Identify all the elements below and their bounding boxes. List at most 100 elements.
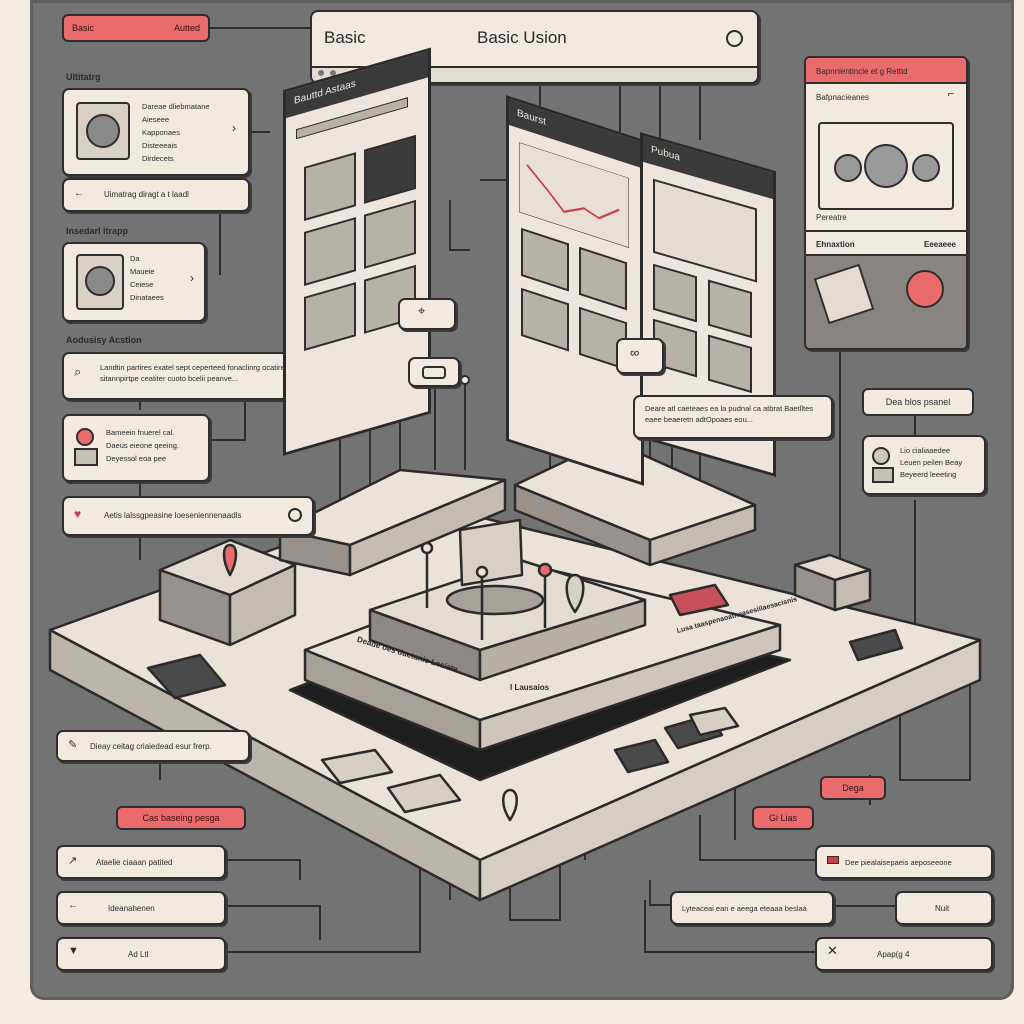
card2-line: Dinataees xyxy=(130,293,164,302)
bottom-row-1-text: Ataelie ciaaan patited xyxy=(96,858,173,867)
arrow-left-icon: ← xyxy=(74,188,84,199)
note-text: Dieay ceitag criaiedead esur frerp. xyxy=(90,742,212,751)
gallery-tile[interactable] xyxy=(708,334,752,394)
bottom-row-1[interactable]: ↗ Ataelie ciaaan patited xyxy=(56,845,226,879)
right-section-title: Ehnaxtion xyxy=(816,240,855,249)
bottom-row-3-text: Ad Ltl xyxy=(128,950,149,959)
card1-line: Kapponaes xyxy=(142,128,180,137)
gallery-tile[interactable] xyxy=(304,152,356,221)
gallery-tile[interactable] xyxy=(653,263,697,323)
link-icon: ∞ xyxy=(630,345,640,360)
platform-label-secondary: I Lausaios xyxy=(510,683,550,692)
gallery-tile[interactable] xyxy=(708,279,752,339)
toggle-icon xyxy=(422,366,446,379)
triangle-down-icon: ▼ xyxy=(68,945,79,957)
right-side-lines: Lio cialiaaedee Leuen peilen Beay Beyeer… xyxy=(900,445,962,481)
pin-icon: ⌖ xyxy=(418,303,426,318)
gallery-tile[interactable] xyxy=(364,134,416,204)
lightbulb-icon xyxy=(906,270,944,308)
right-card-section[interactable]: Ehnaxtion Eeeaeee xyxy=(806,230,966,256)
gallery-tile[interactable] xyxy=(521,287,569,352)
note-row[interactable]: ✎ Dieay ceitag criaiedead esur frerp. xyxy=(56,730,250,762)
right-card-subtitle: Bafpnacieanes xyxy=(816,93,869,102)
arrow-left-icon: ← xyxy=(68,900,78,911)
center-tooltip-text: Deare atl caeteaes ea la pudnal ca atbra… xyxy=(645,404,814,424)
header-window: Basic Basic Usion xyxy=(310,10,759,84)
chevron-right-icon[interactable]: › xyxy=(232,121,236,135)
card3-line: Bameein fnuerel cal. xyxy=(106,428,175,437)
coins-preview xyxy=(818,122,954,210)
document-icon xyxy=(813,263,875,325)
gallery-tile[interactable] xyxy=(304,282,356,351)
right-list-row-1-text: Dee piealaisepaeis aeposeeone xyxy=(845,858,952,867)
section-title-2: Insedarl itrapp xyxy=(66,226,129,236)
heart-row-text: Aetis lalssgpeasine loeseniennenaadls xyxy=(104,511,242,520)
right-list-row-2-text: Lyteaceai ean e aeega eteaaa beslaa xyxy=(682,904,807,913)
heart-row[interactable]: ♥ Aetis lalssgpeasine loeseniennenaadls xyxy=(62,496,314,536)
gallery-tile[interactable] xyxy=(304,217,356,286)
close-icon[interactable]: ✕ xyxy=(827,943,838,958)
section-title-1: Ultitatrg xyxy=(66,72,101,82)
card3-lines: Bameein fnuerel cal. Daeus eieone qeeing… xyxy=(106,426,179,465)
gallery-tile[interactable] xyxy=(364,199,416,269)
coin-icon xyxy=(86,114,120,148)
left-card-1[interactable]: Dareae dliebmatane Aieseee Kapponaes Dis… xyxy=(62,88,250,176)
coin-thumbnail xyxy=(76,102,130,160)
person-icon xyxy=(872,447,894,483)
left-row-1[interactable]: ← Uimatrag diragt a t laadl xyxy=(62,178,250,212)
right-list-row-2-right: Nuit xyxy=(935,904,950,913)
center-panel-1: Bauttd Astaas xyxy=(283,47,431,457)
right-list-row-2[interactable]: Lyteaceai ean e aeega eteaaa beslaa xyxy=(670,891,834,925)
card3-line: Deyessol eoa pee xyxy=(106,454,167,463)
right-card-title: Bapnnlentincle et g Retttd xyxy=(806,58,966,84)
right-section-right: Eeeaeee xyxy=(923,240,956,249)
preview-tile[interactable] xyxy=(653,178,757,283)
header-radio-button[interactable] xyxy=(726,30,743,47)
bottom-row-3[interactable]: ▼ Ad Ltl xyxy=(56,937,226,971)
toggle-card[interactable] xyxy=(408,357,460,387)
card3-line: Daeus eieone qeeing. xyxy=(106,441,179,450)
section-title-3: Aodusisy Acstion xyxy=(66,335,142,345)
card1-lines: Dareae dliebmatane Aieseee Kapponaes Dis… xyxy=(142,100,210,165)
right-red-pill-2[interactable]: Gi Lias xyxy=(752,806,814,830)
card2-lines: Da Maueie Ceiese Dinataees xyxy=(130,252,164,304)
left-card-3[interactable]: Bameein fnuerel cal. Daeus eieone qeeing… xyxy=(62,414,210,482)
gallery-tile[interactable] xyxy=(579,246,627,311)
card2-line: Ceiese xyxy=(130,280,154,289)
chevron-right-icon[interactable]: › xyxy=(190,271,194,285)
right-side-card[interactable]: Lio cialiaaedee Leuen peilen Beay Beyeer… xyxy=(862,435,986,495)
right-red-pill-1[interactable]: Dega xyxy=(820,776,886,800)
toggle-dot-icon[interactable] xyxy=(288,508,302,522)
tag-right-text: Autted xyxy=(173,23,200,33)
center-panel-2: Baurst xyxy=(506,95,644,486)
right-card-caption: Pereatre xyxy=(816,213,847,222)
right-side-line: Leuen peilen Beay xyxy=(900,458,963,467)
right-list-row-1[interactable]: Dee piealaisepaeis aeposeeone xyxy=(815,845,993,879)
coin-icon xyxy=(85,266,115,296)
card2-line: Maueie xyxy=(130,267,155,276)
bottom-row-2[interactable]: ← Ideanahenen xyxy=(56,891,226,925)
card1-line: Aieseee xyxy=(142,115,170,124)
top-left-tag[interactable]: Basic Autted xyxy=(62,14,210,42)
bubble-icon-card[interactable]: ⌖ xyxy=(398,298,456,330)
flag-icon xyxy=(827,856,839,864)
card1-line: Dirdecets xyxy=(142,154,174,163)
right-list-row-2-action[interactable]: Nuit xyxy=(895,891,993,925)
heart-icon: ♥ xyxy=(74,507,82,521)
header-left-text: Basic xyxy=(324,28,366,47)
right-side-pill[interactable]: Dea blos psanel xyxy=(862,388,974,416)
center-tooltip: Deare atl caeteaes ea la pudnal ca atbra… xyxy=(633,395,833,439)
search-text: Landtin partires exatel sept ceperteed f… xyxy=(100,363,358,383)
gallery-tile[interactable] xyxy=(521,227,569,292)
bubble-link-card[interactable]: ∞ xyxy=(616,338,664,374)
bottom-red-pill[interactable]: Cas baseing pesga xyxy=(116,806,246,830)
right-side-line: Lio cialiaaedee xyxy=(900,446,951,455)
corner-arrow-icon[interactable]: ⌐ xyxy=(947,88,954,100)
right-list-row-3[interactable]: ✕ Apap(g 4 xyxy=(815,937,993,971)
coin-icon xyxy=(864,144,908,188)
left-card-2[interactable]: Da Maueie Ceiese Dinataees › xyxy=(62,242,206,322)
search-icon: ⌕ xyxy=(74,364,82,379)
right-side-line: Beyeerd leeeting xyxy=(900,470,957,479)
signal-icon: ↗ xyxy=(68,855,78,867)
coin-icon xyxy=(834,154,862,182)
